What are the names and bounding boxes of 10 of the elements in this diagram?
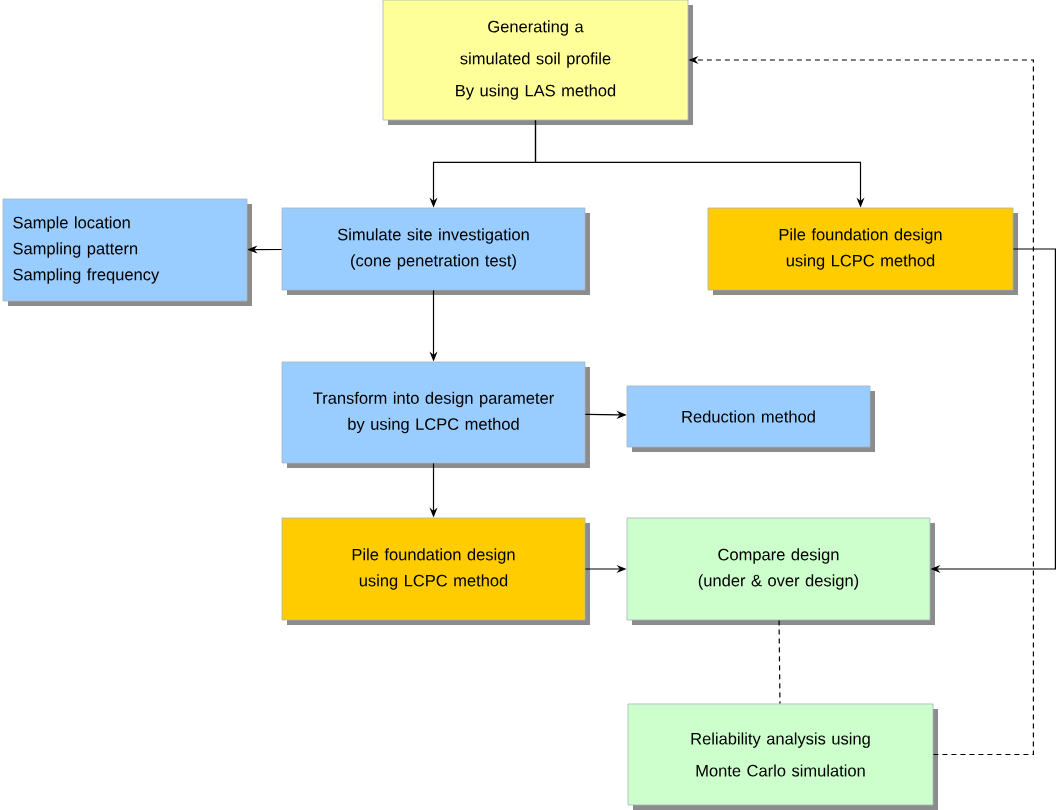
process-box: Sample location Sampling pattern Sampling frequency bbox=[2, 198, 252, 306]
process-box: Reduction method bbox=[626, 385, 875, 452]
process-box: Pile foundation design using LCPC method bbox=[281, 517, 590, 625]
process-box: Transform into design parameter by using LCPC method bbox=[281, 361, 590, 468]
dashed-connector bbox=[778, 619, 781, 705]
process-box: Reliability analysis using Monte Carlo simulation bbox=[627, 703, 938, 810]
process-box: Simulate site investigation (cone penetration test) bbox=[281, 207, 590, 295]
process-box: Pile foundation design using LCPC method bbox=[707, 207, 1018, 295]
process-box: Generating a simulated soil profile By using LAS method bbox=[382, 0, 693, 125]
process-box: Compare design (under & over design) bbox=[626, 517, 935, 625]
